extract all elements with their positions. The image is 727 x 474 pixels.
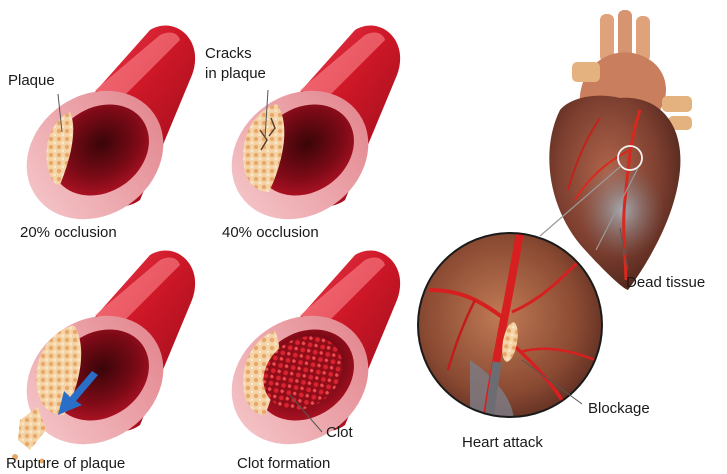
- plaque-label: Plaque: [8, 72, 55, 90]
- caption-rupture: Rupture of plaque: [6, 455, 125, 473]
- caption-40-percent: 40% occlusion: [222, 224, 319, 242]
- pulmonary-vessel: [662, 96, 692, 112]
- cracks-in-plaque-label: Cracks in plaque: [205, 44, 266, 84]
- heart-attack-caption: Heart attack: [462, 434, 543, 452]
- pulmonary-vessel: [572, 62, 600, 82]
- heart-illustration: [540, 10, 692, 290]
- dead-tissue-label: Dead tissue: [626, 274, 705, 292]
- caption-clot-formation: Clot formation: [237, 455, 330, 473]
- caption-20-percent: 20% occlusion: [20, 224, 117, 242]
- clot-label: Clot: [326, 424, 353, 442]
- artery-panel-20-percent: [2, 26, 196, 246]
- artery-panel-rupture: [2, 251, 196, 471]
- blockage-label: Blockage: [588, 400, 650, 418]
- artery-panel-clot: [207, 251, 401, 471]
- zoomed-blockage-view: [418, 232, 602, 430]
